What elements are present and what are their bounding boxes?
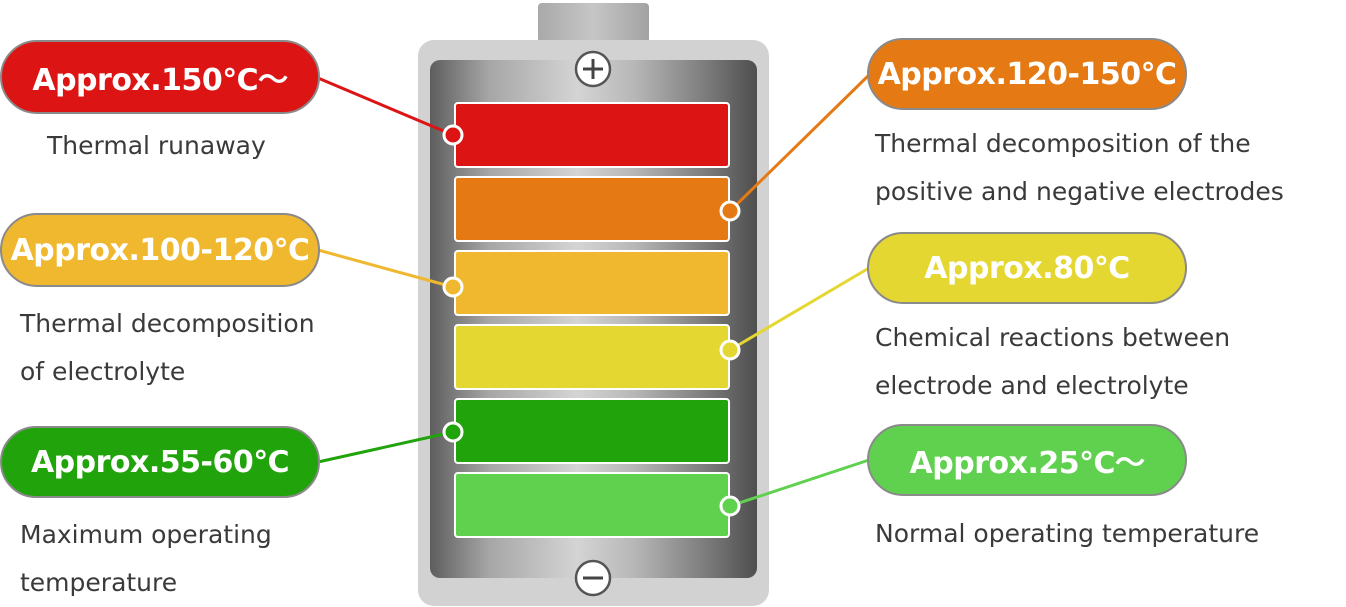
desc-line: temperature xyxy=(20,568,178,597)
desc-line: Chemical reactions between xyxy=(875,323,1231,352)
leader-line-25-plus xyxy=(729,458,870,508)
leader-line-100-120 xyxy=(317,248,454,289)
desc-line: Normal operating temperature xyxy=(875,519,1260,548)
desc-line: Maximum operating xyxy=(20,520,272,549)
leader-dot-100-120 xyxy=(442,276,464,298)
temp-badge-25-plus: Approx.25℃〜 xyxy=(867,424,1187,496)
leader-dot-150-plus xyxy=(442,124,464,146)
leader-dot-25-plus xyxy=(719,495,741,517)
desc-electrode-decomposition: Thermal decomposition of the positive an… xyxy=(875,120,1284,216)
battery-terminal xyxy=(538,3,649,43)
temp-badge-100-120: Approx.100-120℃ xyxy=(0,213,320,287)
leader-line-80 xyxy=(729,266,870,352)
minus-icon xyxy=(574,559,612,597)
desc-chemical-reactions: Chemical reactions between electrode and… xyxy=(875,314,1230,410)
plus-icon xyxy=(574,50,612,88)
leader-dot-55-60 xyxy=(442,421,464,443)
desc-line: Thermal decomposition xyxy=(20,309,315,338)
desc-line: positive and negative electrodes xyxy=(875,177,1284,206)
leader-line-120-150 xyxy=(728,73,871,213)
battery-cell-55-60 xyxy=(454,398,730,464)
battery-cell-25-plus xyxy=(454,472,730,538)
battery-cell-100-120 xyxy=(454,250,730,316)
battery-cell-80 xyxy=(454,324,730,390)
desc-max-operating: Maximum operating temperature xyxy=(20,511,272,607)
battery-cell-150-plus xyxy=(454,102,730,168)
desc-line: Thermal runaway xyxy=(47,131,266,160)
desc-thermal-runaway: Thermal runaway xyxy=(47,122,266,170)
leader-line-55-60 xyxy=(317,430,454,464)
desc-line: of electrolyte xyxy=(20,357,186,386)
temp-badge-55-60: Approx.55-60℃ xyxy=(0,426,320,498)
leader-line-150-plus xyxy=(317,76,454,137)
leader-dot-80 xyxy=(719,339,741,361)
temp-badge-80: Approx.80℃ xyxy=(867,232,1187,304)
desc-line: Thermal decomposition of the xyxy=(875,129,1251,158)
temp-badge-150-plus: Approx.150℃〜 xyxy=(0,40,320,114)
desc-normal-operating: Normal operating temperature xyxy=(875,510,1259,558)
desc-electrolyte-decomposition: Thermal decomposition of electrolyte xyxy=(20,300,315,396)
temp-badge-120-150: Approx.120-150℃ xyxy=(867,38,1187,110)
battery-cell-120-150 xyxy=(454,176,730,242)
desc-line: electrode and electrolyte xyxy=(875,371,1189,400)
leader-dot-120-150 xyxy=(719,200,741,222)
